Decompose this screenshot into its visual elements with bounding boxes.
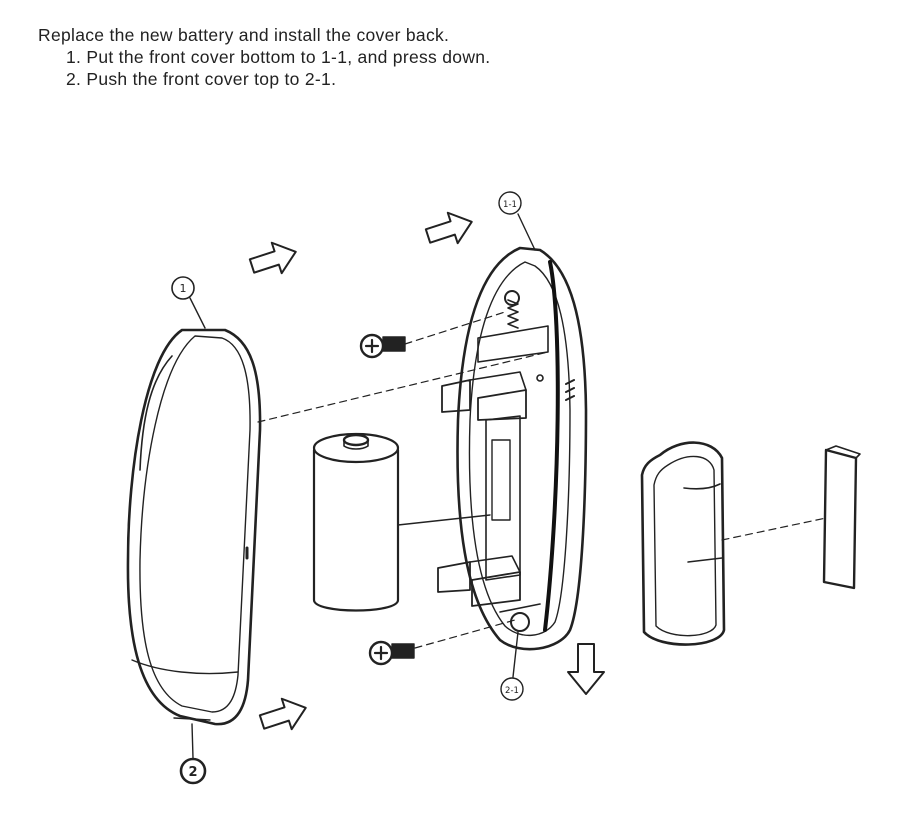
magnet-bar — [822, 445, 861, 590]
callout-1-1-label: 1-1 — [503, 200, 517, 210]
battery — [312, 432, 400, 612]
magnet-holder — [640, 441, 726, 646]
callout-1-1: 1-1 — [498, 191, 522, 215]
callout-2-1: 2-1 — [500, 677, 524, 701]
callout-2-label: 2 — [188, 765, 197, 780]
callout-leaders — [189, 213, 536, 759]
callout-1: 1 — [171, 276, 195, 300]
assembly-guide-lines — [257, 311, 827, 649]
instruction-step-1: 1. Put the front cover bottom to 1-1, an… — [66, 47, 491, 67]
instruction-step-2: 2. Push the front cover top to 2-1. — [66, 69, 337, 89]
arrow-right-icon-1 — [248, 241, 297, 275]
base-housing — [437, 246, 588, 651]
callout-2-1-label: 2-1 — [505, 686, 519, 696]
callout-2: 2 — [179, 757, 207, 785]
arrow-down-icon — [567, 643, 605, 695]
instructions: Replace the new battery and install the … — [38, 24, 490, 90]
callout-1-label: 1 — [180, 282, 187, 295]
arrow-right-icon-3 — [258, 697, 307, 731]
screw-bottom — [368, 640, 415, 666]
arrow-right-icon-2 — [424, 211, 473, 245]
screw-top — [359, 333, 406, 359]
front-cover — [126, 328, 262, 726]
instructions-heading: Replace the new battery and install the … — [38, 25, 450, 45]
